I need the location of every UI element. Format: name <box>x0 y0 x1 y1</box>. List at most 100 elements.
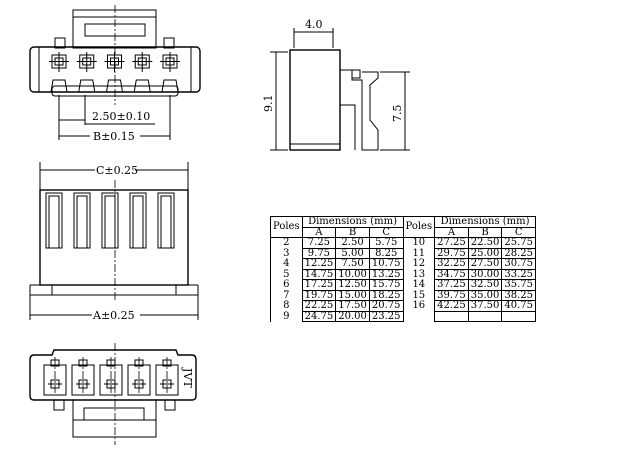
poles-cell: 2 <box>270 237 303 248</box>
dimension-cell: 9.75 <box>301 247 337 259</box>
terminal-slot <box>45 192 63 249</box>
dimension-cell: 35.00 <box>467 289 503 301</box>
poles-cell: 9 <box>270 311 303 322</box>
dimensions-header: Dimensions (mm) <box>434 216 537 228</box>
dimension-cell: 18.25 <box>368 289 404 301</box>
a-dimension: A±0.25 <box>92 309 135 322</box>
latch-window <box>78 79 96 93</box>
dimension-cell: 10.00 <box>335 268 370 280</box>
dimension-cell: 25.00 <box>467 247 503 259</box>
dimension-cell: 20.75 <box>368 300 404 312</box>
dimension-cell: 32.25 <box>434 258 469 270</box>
dimension-cell: 37.50 <box>467 300 503 312</box>
dimension-cell <box>467 310 503 322</box>
dimension-cell: 35.75 <box>501 279 537 291</box>
pitch-dimension: 2.50±0.10 <box>92 110 150 123</box>
dimension-cell: 27.50 <box>467 258 503 270</box>
poles-cell: 14 <box>402 279 436 290</box>
width-dimension: 4.0 <box>305 18 323 31</box>
column-header: B <box>467 226 503 238</box>
dimension-cell: 19.75 <box>301 289 337 301</box>
column-header: C <box>368 226 404 238</box>
bottom-view: JVT <box>29 343 197 445</box>
dimension-cell: 42.25 <box>434 300 469 312</box>
poles-cell <box>402 311 436 322</box>
dimension-cell: 27.25 <box>434 237 469 249</box>
column-header: A <box>301 226 337 238</box>
dimension-cell: 14.75 <box>301 268 337 280</box>
b-dimension: B±0.15 <box>93 130 135 143</box>
dimension-cell: 29.75 <box>434 247 469 259</box>
terminal-slot <box>73 192 91 249</box>
poles-cell: 13 <box>402 269 436 280</box>
column-header: A <box>434 226 469 238</box>
dimension-cell: 7.25 <box>301 237 337 249</box>
poles-cell: 15 <box>402 290 436 301</box>
dimension-cell: 32.50 <box>467 279 503 291</box>
dimension-cell: 15.00 <box>335 289 370 301</box>
terminal-slot <box>157 192 175 249</box>
dimension-cell: 39.75 <box>434 289 469 301</box>
latch-window <box>133 79 151 93</box>
column-header: C <box>501 226 537 238</box>
poles-cell: 3 <box>270 248 303 259</box>
dimension-cell <box>501 310 537 322</box>
dimension-cell: 20.00 <box>335 310 370 322</box>
jvt-brand-mark: JVT <box>181 367 194 388</box>
dimensions-header: Dimensions (mm) <box>301 216 404 228</box>
dimension-cell: 17.25 <box>301 279 337 291</box>
dimension-cell: 8.25 <box>368 247 404 259</box>
dimension-cell: 22.25 <box>301 300 337 312</box>
total-height-dimension: 9.1 <box>262 95 275 113</box>
poles-cell: 10 <box>402 237 436 248</box>
dimension-cell <box>434 310 469 322</box>
poles-header: Poles <box>270 216 303 238</box>
poles-cell: 7 <box>270 290 303 301</box>
side-view: 4.0 9.1 7.5 <box>262 18 410 151</box>
dimension-cell: 28.25 <box>501 247 537 259</box>
terminal-slot <box>129 192 147 249</box>
poles-cell: 11 <box>402 248 436 259</box>
dimension-cell: 22.50 <box>467 237 503 249</box>
poles-header: Poles <box>402 216 436 238</box>
poles-cell: 6 <box>270 279 303 290</box>
dimension-cell: 33.25 <box>501 268 537 280</box>
poles-cell: 12 <box>402 258 436 269</box>
dimension-cell: 37.25 <box>434 279 469 291</box>
latch-window <box>106 79 123 93</box>
column-header: B <box>335 226 370 238</box>
c-dimension: C±0.25 <box>96 164 138 177</box>
poles-cell: 8 <box>270 300 303 311</box>
dimension-cell: 15.75 <box>368 279 404 291</box>
dimension-cell: 30.00 <box>467 268 503 280</box>
front-view: 2.50±0.10 B±0.15 <box>29 5 201 143</box>
dimension-cell: 7.50 <box>335 258 370 270</box>
dimension-cell: 38.25 <box>501 289 537 301</box>
dimension-cell: 40.75 <box>501 300 537 312</box>
latch-window <box>50 79 68 93</box>
top-view: C±0.25 A±0.25 <box>29 162 199 322</box>
poles-cell: 16 <box>402 300 436 311</box>
dimension-cell: 12.50 <box>335 279 370 291</box>
poles-cell: 4 <box>270 258 303 269</box>
dimension-cell: 30.75 <box>501 258 537 270</box>
terminal-slot <box>101 192 119 249</box>
dimension-cell: 5.75 <box>368 237 404 249</box>
dimension-cell: 10.75 <box>368 258 404 270</box>
dimension-cell: 5.00 <box>335 247 370 259</box>
inner-height-dimension: 7.5 <box>391 105 404 123</box>
dimension-cell: 25.75 <box>501 237 537 249</box>
dimension-cell: 13.25 <box>368 268 404 280</box>
dimension-cell: 12.25 <box>301 258 337 270</box>
dimension-cell: 34.75 <box>434 268 469 280</box>
